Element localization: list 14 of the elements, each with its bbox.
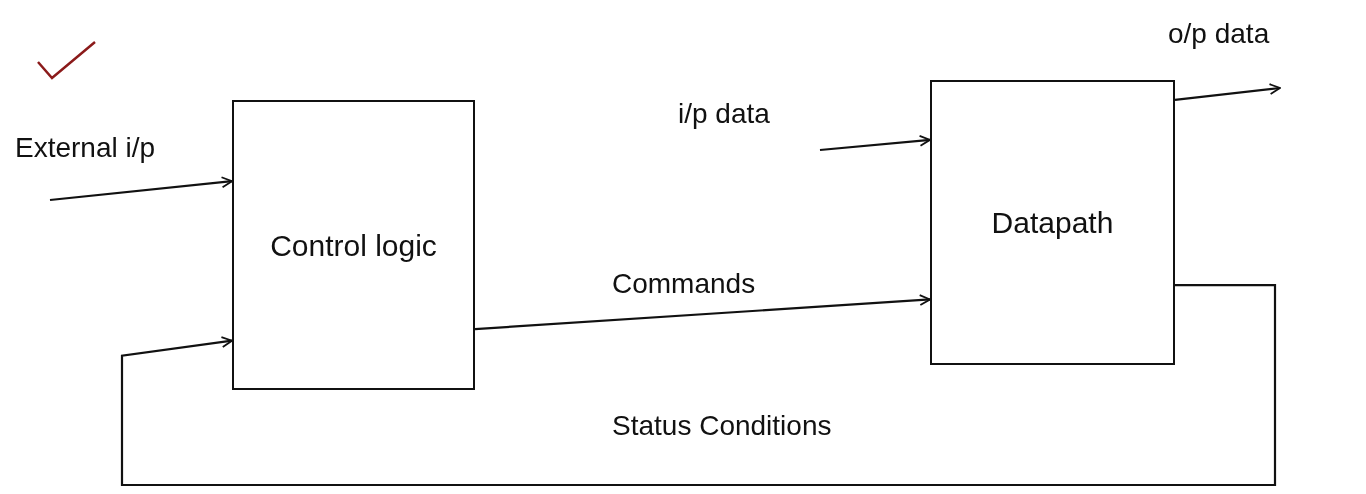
edge-label: Commands (612, 268, 756, 300)
arrow (49, 176, 233, 202)
box-label: Control logic (270, 227, 437, 264)
edge-label: o/p data (1168, 18, 1270, 50)
arrow (819, 134, 931, 152)
edge-label: External i/p (15, 132, 156, 164)
edge-label: i/p data (678, 98, 770, 130)
arrow (120, 284, 1277, 487)
edge-label: Status Conditions (612, 410, 832, 442)
arrow (1174, 83, 1281, 102)
box-label: Datapath (991, 205, 1114, 241)
arrow (474, 294, 931, 331)
process-box (232, 100, 475, 390)
process-box (930, 80, 1175, 365)
